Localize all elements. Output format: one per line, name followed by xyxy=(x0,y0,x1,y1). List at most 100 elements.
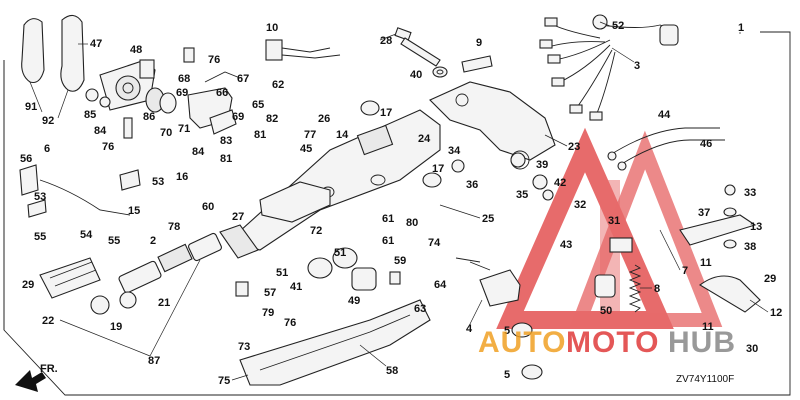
callout-56: 56 xyxy=(20,153,32,165)
callout-34: 34 xyxy=(448,145,461,157)
callout-1: 1 xyxy=(738,22,744,34)
callout-51: 51 xyxy=(276,267,288,279)
callout-84: 84 xyxy=(94,125,107,137)
callout-69b: 69 xyxy=(232,111,244,123)
watermark-text: AUTO MOTO HUB xyxy=(478,326,735,359)
throttle-bracket xyxy=(187,71,241,135)
callout-12: 12 xyxy=(770,307,782,319)
callout-85: 85 xyxy=(84,109,96,121)
callout-5: 5 xyxy=(504,325,510,337)
callout-36: 36 xyxy=(466,179,478,191)
callout-39: 39 xyxy=(536,159,548,171)
callout-67: 67 xyxy=(237,73,249,85)
callout-labels: 47 48 91 92 85 84 86 70 76 67 68 66 69 6… xyxy=(20,20,782,387)
rollers-17 xyxy=(360,100,442,188)
callout-29: 29 xyxy=(22,279,34,291)
callout-47: 47 xyxy=(90,38,102,50)
callout-21: 21 xyxy=(158,297,170,309)
callout-53b: 53 xyxy=(152,176,164,188)
tiller-handle-grip xyxy=(21,14,85,92)
frame-lines xyxy=(3,31,791,396)
stop-switch xyxy=(511,322,543,380)
callout-69: 69 xyxy=(176,87,188,99)
callout-75: 75 xyxy=(218,375,230,387)
callout-65: 65 xyxy=(252,99,264,111)
callout-5b: 5 xyxy=(504,369,510,381)
watermark-triangle-inner xyxy=(569,130,723,327)
callout-15: 15 xyxy=(128,205,140,217)
callout-13: 13 xyxy=(750,221,762,233)
callout-63: 63 xyxy=(414,303,426,315)
callout-37: 37 xyxy=(698,207,710,219)
callout-3: 3 xyxy=(634,60,640,72)
throttle-tube xyxy=(90,232,222,315)
tiller-arm xyxy=(219,109,441,259)
callout-46: 46 xyxy=(700,138,712,150)
callout-45: 45 xyxy=(300,143,312,155)
callout-55b: 55 xyxy=(108,235,120,247)
callout-76: 76 xyxy=(208,54,220,66)
callout-8: 8 xyxy=(654,283,660,295)
callout-30: 30 xyxy=(746,343,758,355)
callout-31: 31 xyxy=(608,215,620,227)
callout-48: 48 xyxy=(130,44,142,56)
callout-76c: 76 xyxy=(284,317,296,329)
callout-17: 17 xyxy=(380,107,392,119)
callout-81: 81 xyxy=(254,129,266,141)
callout-53: 53 xyxy=(34,191,46,203)
callout-82: 82 xyxy=(266,113,278,125)
tiller-lower-cover xyxy=(239,299,431,386)
callout-26: 26 xyxy=(318,113,330,125)
callout-11: 11 xyxy=(700,257,712,269)
washers-37-38-33 xyxy=(723,184,737,249)
callout-79: 79 xyxy=(262,307,274,319)
handle-grip-22 xyxy=(39,257,101,299)
callout-73: 73 xyxy=(238,341,250,353)
callout-87: 87 xyxy=(148,355,160,367)
callout-76b: 76 xyxy=(102,141,114,153)
callout-16: 16 xyxy=(176,171,188,183)
callout-72: 72 xyxy=(310,225,322,237)
callout-58: 58 xyxy=(386,365,398,377)
callout-78: 78 xyxy=(168,221,180,233)
callout-11b: 11 xyxy=(702,321,714,333)
callout-17b: 17 xyxy=(432,163,444,175)
callout-28: 28 xyxy=(380,35,392,47)
callout-92: 92 xyxy=(42,115,54,127)
front-direction-arrow xyxy=(15,370,46,392)
callout-64: 64 xyxy=(434,279,447,291)
callout-70: 70 xyxy=(160,127,172,139)
nuts-group xyxy=(451,152,554,201)
callout-25: 25 xyxy=(482,213,494,225)
callout-61: 61 xyxy=(382,213,394,225)
clip-9 xyxy=(461,55,493,73)
callout-74: 74 xyxy=(428,237,441,249)
callout-14: 14 xyxy=(336,129,349,141)
throttle-assembly xyxy=(99,59,156,111)
callout-4: 4 xyxy=(466,323,473,335)
callout-29b: 29 xyxy=(764,273,776,285)
callout-68: 68 xyxy=(178,73,190,85)
callout-52: 52 xyxy=(612,20,624,32)
callout-7: 7 xyxy=(682,265,688,277)
callout-38: 38 xyxy=(744,241,756,253)
callout-43: 43 xyxy=(560,239,572,251)
callout-35: 35 xyxy=(516,189,528,201)
long-bolt xyxy=(394,27,441,67)
bushing-50 xyxy=(594,274,616,298)
callout-41: 41 xyxy=(290,281,302,293)
callout-27: 27 xyxy=(232,211,244,223)
callout-57: 57 xyxy=(264,287,276,299)
ignition-switch xyxy=(455,257,521,307)
clamps-group xyxy=(235,247,401,297)
throttle-cables xyxy=(607,127,725,171)
callout-60: 60 xyxy=(202,201,214,213)
callout-71: 71 xyxy=(178,123,190,135)
callout-84b: 84 xyxy=(192,146,205,158)
callout-81b: 81 xyxy=(220,153,232,165)
callout-33: 33 xyxy=(744,187,756,199)
small-parts-cluster xyxy=(85,47,195,139)
callout-2: 2 xyxy=(150,235,156,247)
callout-24: 24 xyxy=(418,133,431,145)
